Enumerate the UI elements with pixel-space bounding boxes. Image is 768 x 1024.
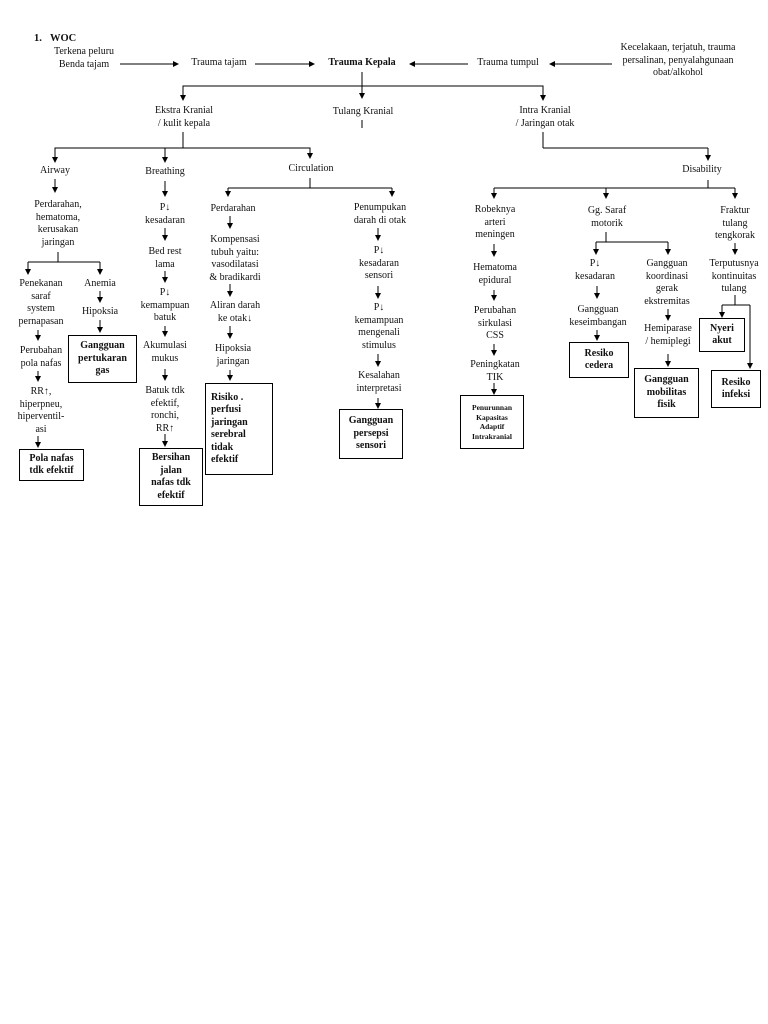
heading-title: WOC <box>50 33 77 44</box>
disability-hematoma-epidural-node: Hematoma epidural <box>473 262 517 286</box>
dx-nyeri-akut-box: Nyeri akut <box>699 318 745 352</box>
dx-gangguan-mobilitas-fisik-box: Gangguan mobilitas fisik <box>634 368 699 418</box>
breathing-bed-rest-node: Bed rest lama <box>148 246 182 270</box>
circulation-kompensasi-node: Kompensasi tubuh yaitu: vasodilatasi & b… <box>209 234 261 283</box>
disability-category: Disability <box>682 164 722 175</box>
trauma-kepala-node: Trauma Kepala <box>328 57 396 68</box>
cause-left: Terkena peluru Benda tajam <box>53 46 115 70</box>
disability-terputusnya-kontinuitas-node: Terputusnya kontinuitas tulang <box>709 258 759 294</box>
disability-peningkatan-tik-node: Peningkatan TIK <box>470 359 520 383</box>
circulation-penumpukan-darah-node: Penumpukan darah di otak <box>353 202 407 226</box>
breathing-category: Breathing <box>145 166 185 177</box>
dx-resiko-infeksi-box: Resiko infeksi <box>711 370 761 408</box>
breathing-p-kemampuan-batuk-node: P↓ kemampuan batuk <box>140 287 190 323</box>
circulation-category: Circulation <box>288 163 334 174</box>
breathing-akumulasi-mukus-node: Akumulasi mukus <box>143 340 187 364</box>
disability-gangguan-koordinasi-node: Gangguan koordinasi gerak ekstremitas <box>644 258 690 307</box>
dx-resiko-cedera-box: Resiko cedera <box>569 342 629 378</box>
airway-perdarahan-node: Perdarahan, hematoma, kerusakan jaringan <box>34 199 82 248</box>
trauma-tumpul-node: Trauma tumpul <box>477 57 539 68</box>
dx-risiko-perfusi-serebral-box: Risiko . perfusi jaringan serebral tidak… <box>205 383 273 475</box>
airway-anemia-node: Anemia <box>84 278 116 289</box>
circulation-p-kemampuan-mengenali-node: P↓ kemampuan mengenali stimulus <box>354 302 404 351</box>
disability-p-kesadaran-node: P↓ kesadaran <box>575 258 615 282</box>
circulation-p-kesadaran-sensori-node: P↓ kesadaran sensori <box>359 245 399 281</box>
ekstra-kranial-node: Ekstra Kranial / kulit kepala <box>154 105 214 129</box>
airway-rr-hiperpneu-node: RR↑, hiperpneu, hiperventil- asi <box>17 386 65 435</box>
disability-gg-saraf-motorik-node: Gg. Saraf motorik <box>587 205 627 229</box>
dx-gangguan-pertukaran-gas-box: Gangguan pertukaran gas <box>68 335 137 383</box>
disability-perubahan-sirkulasi-node: Perubahan sirkulasi CSS <box>473 305 517 341</box>
breathing-p-kesadaran-node: P↓ kesadaran <box>145 202 185 226</box>
circulation-kesalahan-interpretasi-node: Kesalahan interpretasi <box>356 370 402 394</box>
disability-hemiparase-node: Hemiparase / hemiplegi <box>644 323 692 347</box>
circulation-hipoksia-jaringan-node: Hipoksia jaringan <box>214 343 252 367</box>
breathing-batuk-tdk-efektif-node: Batuk tdk efektif, ronchi, RR↑ <box>145 385 185 434</box>
airway-hipoksia-node: Hipoksia <box>81 306 119 317</box>
trauma-tajam-node: Trauma tajam <box>191 57 247 68</box>
disability-fraktur-tulang-node: Fraktur tulang tengkorak <box>715 205 755 241</box>
airway-penekanan-saraf-node: Penekanan saraf system pernapasan <box>18 278 64 327</box>
dx-gangguan-persepsi-sensori-box: Gangguan persepsi sensori <box>339 409 403 459</box>
cause-right: Kecelakaan, terjatuh, trauma persalinan,… <box>620 42 736 78</box>
disability-robeknya-arteri-node: Robeknya arteri meningen <box>474 204 516 240</box>
tulang-kranial-node: Tulang Kranial <box>332 106 394 117</box>
heading-number: 1. <box>34 33 42 44</box>
circulation-aliran-darah-node: Aliran darah ke otak↓ <box>209 300 261 324</box>
airway-perubahan-pola-nafas-node: Perubahan pola nafas <box>19 345 63 369</box>
dx-bersihan-jalan-nafas-box: Bersihan jalan nafas tdk efektif <box>139 448 203 506</box>
intra-kranial-node: Intra Kranial / Jaringan otak <box>515 105 575 129</box>
dx-penurunan-kapasitas-adaptif-box: Penurunnan Kapasitas Adaptif Intrakrania… <box>460 395 524 449</box>
airway-category: Airway <box>40 165 70 176</box>
disability-gangguan-keseimbangan-node: Gangguan keseimbangan <box>569 304 627 328</box>
dx-pola-nafas-box: Pola nafas tdk efektif <box>19 449 84 481</box>
circulation-perdarahan-node: Perdarahan <box>210 203 256 214</box>
